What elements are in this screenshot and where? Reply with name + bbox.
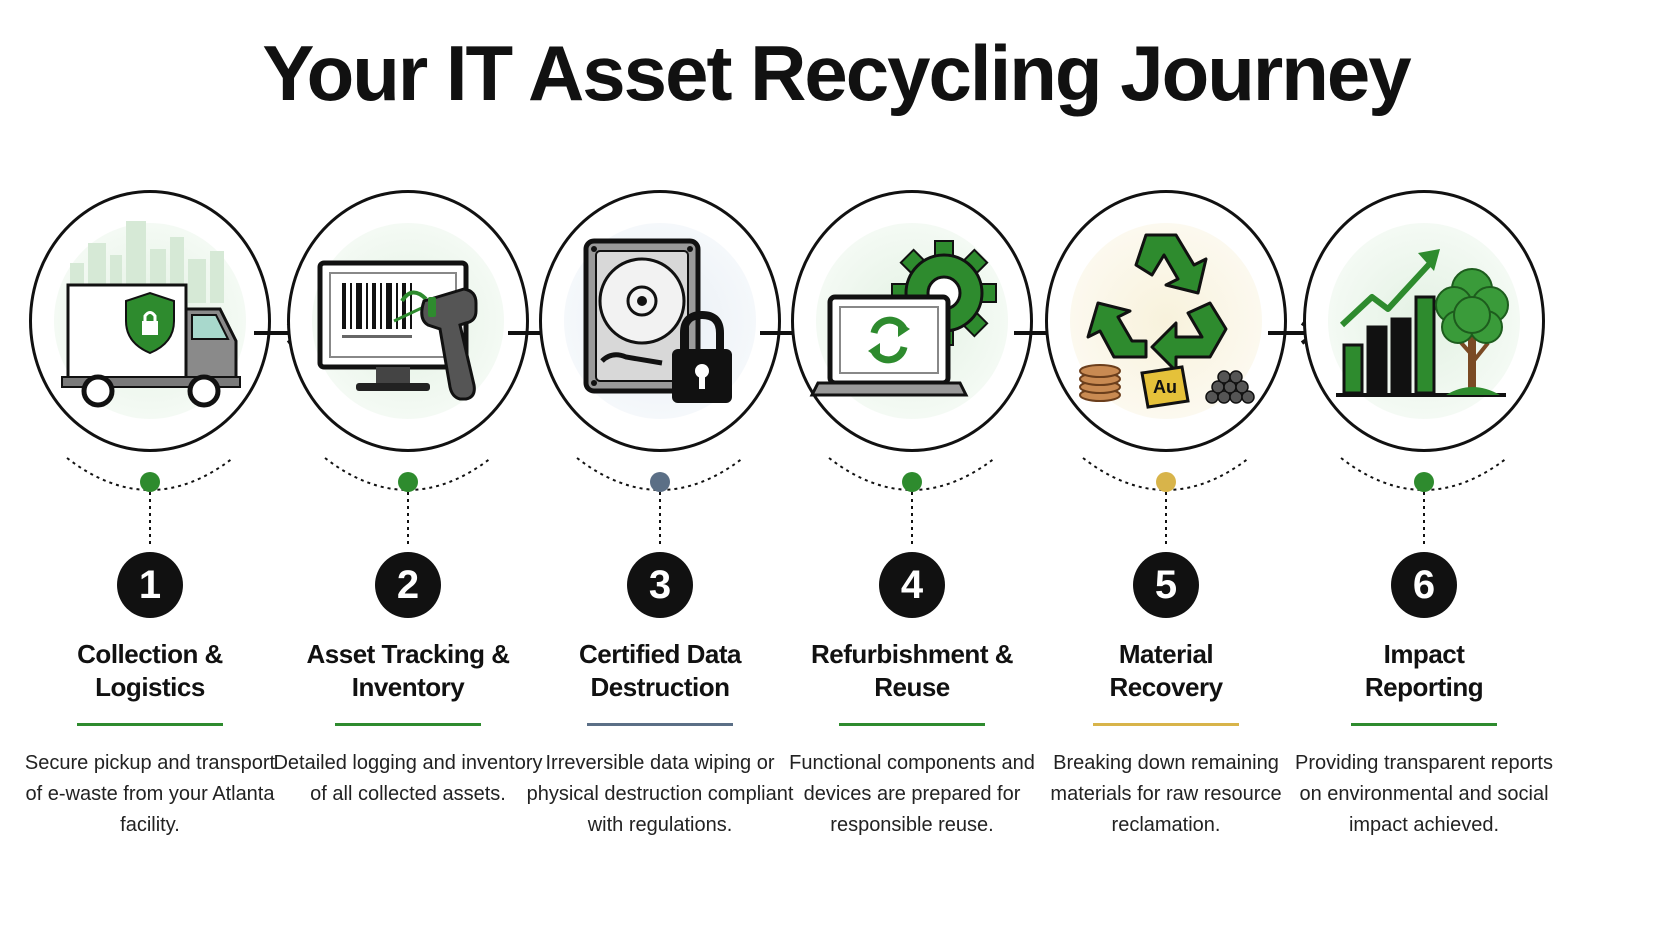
step-1: 1 Collection & Logistics Secure pickup a… bbox=[15, 190, 285, 910]
step-3-medallion bbox=[539, 190, 781, 452]
step-2: 2 Asset Tracking & Inventory Detailed lo… bbox=[273, 190, 543, 910]
step-2-number: 2 bbox=[375, 552, 441, 618]
step-5-node bbox=[1156, 472, 1176, 492]
step-6-description: Providing transparent reports on environ… bbox=[1295, 752, 1553, 836]
barcode-scanner-icon bbox=[317, 260, 478, 401]
step-4-number: 4 bbox=[879, 552, 945, 618]
step-5-underline bbox=[1093, 723, 1239, 726]
step-6: 6 Impact Reporting Providing transparent… bbox=[1289, 190, 1559, 910]
step-4-underline bbox=[839, 723, 985, 726]
hard-drive-lock-icon bbox=[583, 238, 732, 403]
step-6-title: Impact Reporting bbox=[1364, 639, 1484, 702]
step-2-medallion bbox=[287, 190, 529, 452]
recycle-materials-icon: Au bbox=[1079, 233, 1255, 409]
step-6-underline bbox=[1351, 723, 1497, 726]
step-2-title: Asset Tracking & Inventory bbox=[306, 639, 510, 702]
step-2-node bbox=[398, 472, 418, 492]
step-1-node bbox=[140, 472, 160, 492]
step-3-title: Certified Data Destruction bbox=[578, 639, 742, 702]
step-2-underline bbox=[335, 723, 481, 726]
step-4-description: Functional components and devices are pr… bbox=[789, 752, 1035, 836]
step-1-title: Collection & Logistics bbox=[77, 639, 223, 702]
growth-chart-tree-icon bbox=[1336, 249, 1509, 397]
step-2-description: Detailed logging and inventory of all co… bbox=[273, 752, 543, 805]
step-3-number: 3 bbox=[627, 552, 693, 618]
step-4-title: Refurbishment & Reuse bbox=[811, 639, 1013, 702]
step-6-medallion bbox=[1303, 190, 1545, 452]
step-5-medallion: Au bbox=[1045, 190, 1287, 452]
step-3-description: Irreversible data wiping or physical des… bbox=[526, 752, 794, 836]
truck-shield-icon bbox=[61, 221, 241, 408]
step-1-description: Secure pickup and transport of e-waste f… bbox=[24, 752, 276, 836]
step-3: 3 Certified Data Destruction Irreversibl… bbox=[525, 190, 795, 910]
step-4-node bbox=[902, 472, 922, 492]
step-6-number: 6 bbox=[1391, 552, 1457, 618]
page-title: Your IT Asset Recycling Journey bbox=[262, 29, 1411, 117]
laptop-gear-icon bbox=[809, 240, 997, 397]
step-1-number: 1 bbox=[117, 552, 183, 618]
step-5-number: 5 bbox=[1133, 552, 1199, 618]
step-1-underline bbox=[77, 723, 223, 726]
step-5: Au 5 Material Recovery Breaking down rem… bbox=[1031, 190, 1301, 910]
gold-bar-label: Au bbox=[1153, 377, 1177, 397]
step-5-description: Breaking down remaining materials for ra… bbox=[1050, 752, 1282, 836]
step-1-medallion bbox=[29, 190, 271, 452]
step-4: 4 Refurbishment & Reuse Functional compo… bbox=[777, 190, 1047, 910]
step-3-node bbox=[650, 472, 670, 492]
step-3-underline bbox=[587, 723, 733, 726]
step-4-medallion bbox=[791, 190, 1033, 452]
step-5-title: Material Recovery bbox=[1109, 639, 1223, 702]
step-6-node bbox=[1414, 472, 1434, 492]
